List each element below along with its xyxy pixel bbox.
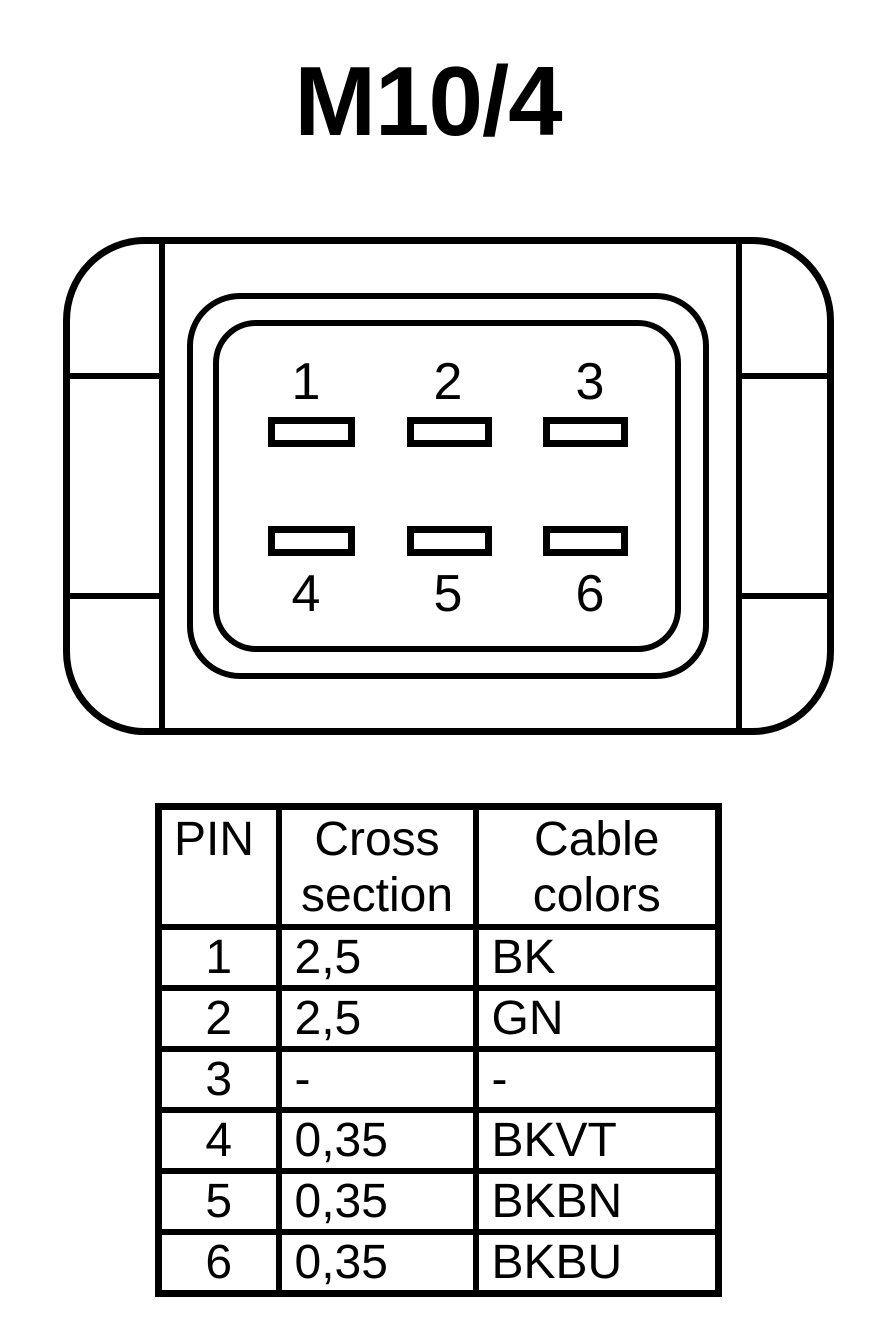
cable-color-cell: BKVT	[472, 1107, 722, 1174]
pin-slot-6	[543, 526, 628, 556]
connector-collar-outline	[187, 293, 709, 679]
pin-number-cell: 5	[155, 1168, 282, 1235]
pin-slot-5	[407, 526, 492, 556]
pin-number-cell: 6	[155, 1229, 282, 1297]
connector-cavity-outline	[213, 320, 681, 652]
header-cable-colors: Cable colors	[472, 803, 722, 930]
connector-housing-outline	[63, 237, 834, 735]
pin-label-1: 1	[292, 353, 321, 411]
pin-number-cell: 2	[155, 985, 282, 1052]
pin-slot-4	[268, 526, 355, 556]
pin-row-3: 3 - -	[155, 1046, 722, 1113]
pin-label-6: 6	[576, 565, 605, 623]
connector-title: M10/4	[294, 46, 562, 156]
pin-slot-3	[543, 417, 628, 447]
connector-face-diagram: 1 2 3 4 5 6	[63, 237, 834, 735]
header-cross-section: Cross section	[275, 803, 479, 930]
pin-label-5: 5	[434, 565, 463, 623]
cable-color-cell: GN	[472, 985, 722, 1052]
cross-section-cell: 2,5	[275, 924, 479, 991]
cable-color-cell: BK	[472, 924, 722, 991]
pin-label-3: 3	[576, 353, 605, 411]
pinout-header-row: PIN Cross section Cable colors	[155, 803, 722, 930]
cable-color-cell: BKBN	[472, 1168, 722, 1235]
cable-color-cell: BKBU	[472, 1229, 722, 1297]
pin-label-2: 2	[434, 353, 463, 411]
pin-number-cell: 4	[155, 1107, 282, 1174]
pin-row-1: 1 2,5 BK	[155, 924, 722, 991]
pin-row-4: 4 0,35 BKVT	[155, 1107, 722, 1174]
header-pin: PIN	[155, 803, 282, 930]
cross-section-cell: 0,35	[275, 1168, 479, 1235]
pin-row-5: 5 0,35 BKBN	[155, 1168, 722, 1235]
cross-section-cell: 0,35	[275, 1229, 479, 1297]
cross-section-cell: 0,35	[275, 1107, 479, 1174]
pin-number-cell: 1	[155, 924, 282, 991]
pin-row-2: 2 2,5 GN	[155, 985, 722, 1052]
cross-section-cell: -	[275, 1046, 479, 1113]
pin-slot-2	[407, 417, 492, 447]
pin-label-4: 4	[292, 565, 321, 623]
pin-row-6: 6 0,35 BKBU	[155, 1229, 722, 1297]
cable-color-cell: -	[472, 1046, 722, 1113]
pin-slot-1	[268, 417, 355, 447]
cross-section-cell: 2,5	[275, 985, 479, 1052]
pin-number-cell: 3	[155, 1046, 282, 1113]
pinout-table: PIN Cross section Cable colors 1 2,5 BK …	[155, 803, 722, 1297]
